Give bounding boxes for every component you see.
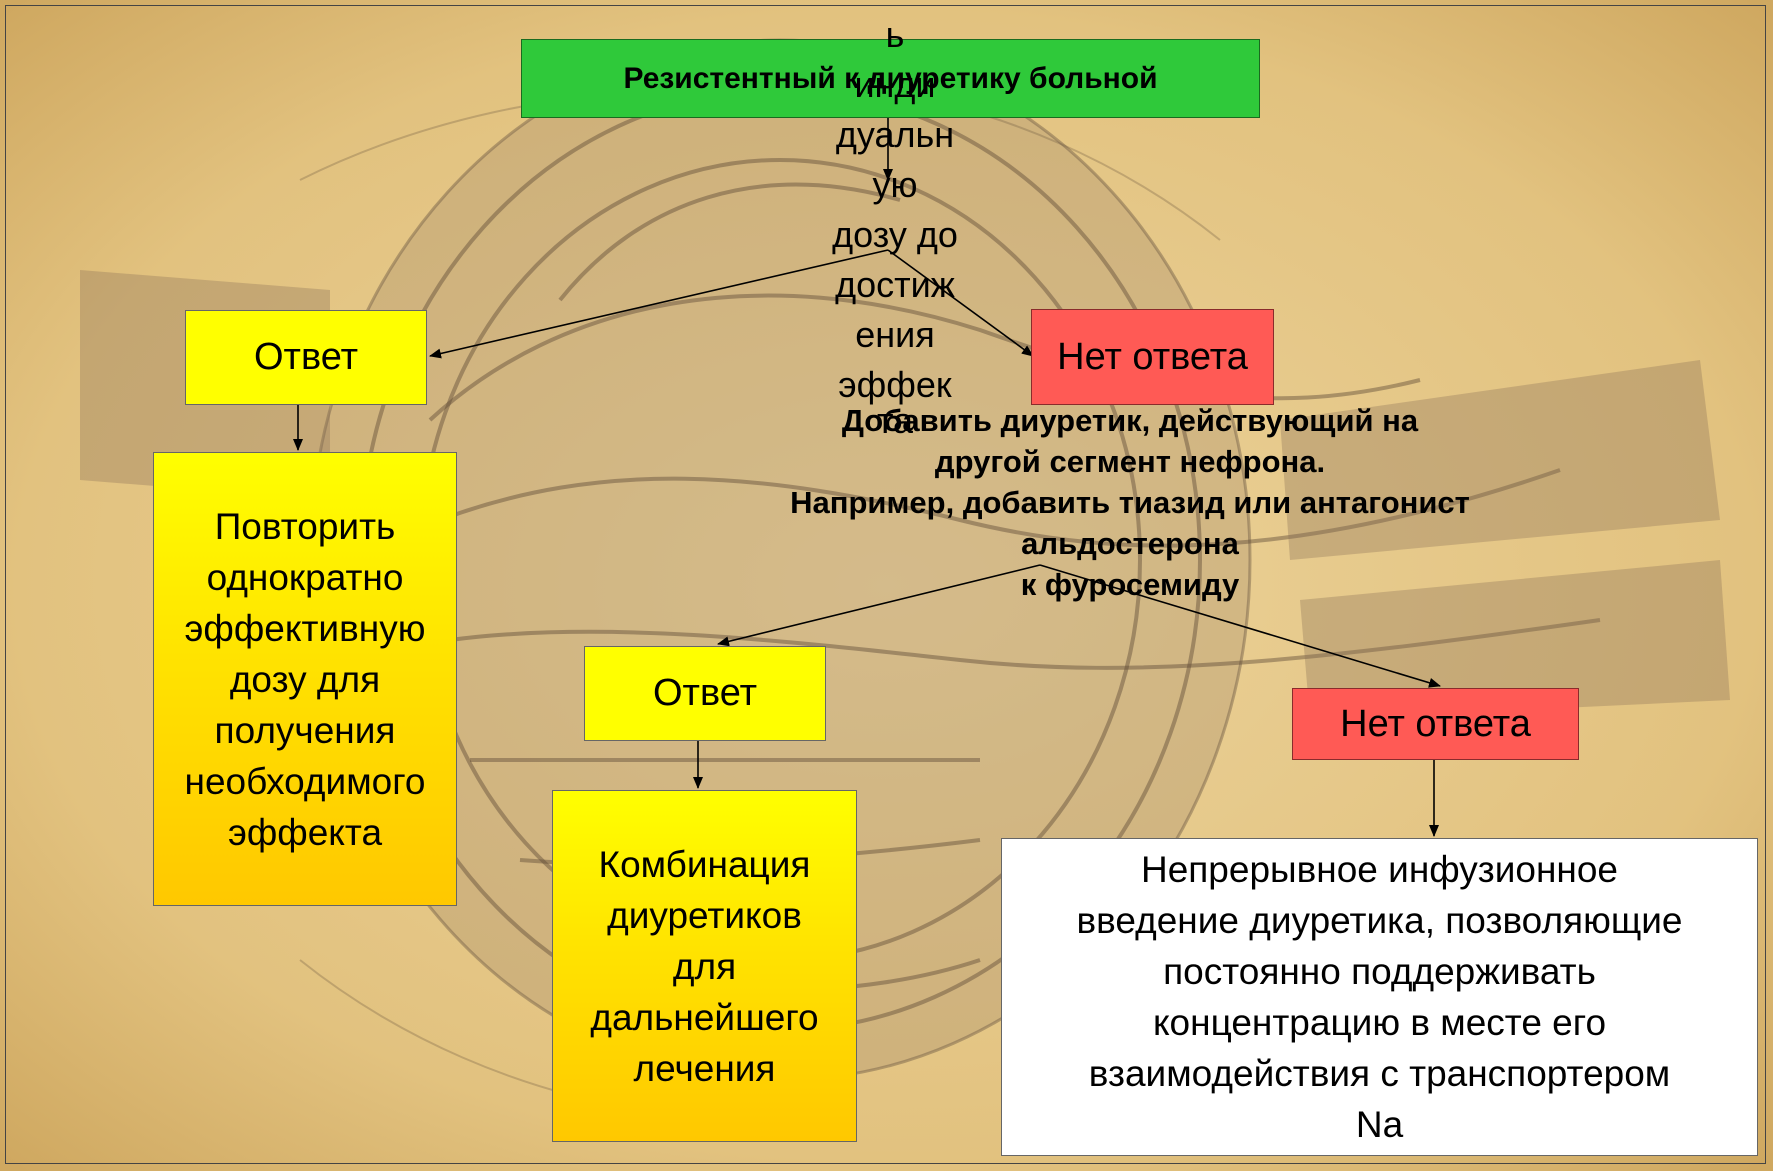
overlay-line: инди bbox=[795, 60, 995, 110]
middle-result-line: для bbox=[673, 941, 736, 992]
far-right-result-line: концентрацию в месте его bbox=[1153, 997, 1606, 1048]
overlay-wrapped-text: ь инди дуальн ую дозу до достиж ения эфф… bbox=[795, 10, 995, 446]
overlay-line: достиж bbox=[795, 260, 995, 310]
middle-result-line: дальнейшего bbox=[590, 992, 818, 1043]
instruction-line: к фуросемиду bbox=[640, 564, 1620, 605]
left-result-line: получения bbox=[215, 705, 396, 756]
instruction-line: другой сегмент нефрона. bbox=[640, 441, 1620, 482]
left-result-line: эффективную bbox=[185, 603, 426, 654]
far-right-no-answer-box: Нет ответа bbox=[1292, 688, 1579, 760]
far-right-result-line: постоянно поддерживать bbox=[1163, 946, 1596, 997]
middle-answer-label: Ответ bbox=[653, 672, 757, 715]
overlay-line: ую bbox=[795, 160, 995, 210]
instruction-text: Добавить диуретик, действующий на другой… bbox=[760, 400, 1620, 605]
middle-answer-box: Ответ bbox=[584, 646, 826, 741]
far-right-result-line: введение диуретика, позволяющие bbox=[1076, 895, 1682, 946]
middle-result-line: лечения bbox=[634, 1043, 776, 1094]
left-result-line: эффекта bbox=[228, 807, 382, 858]
overlay-line: дозу до bbox=[795, 210, 995, 260]
far-right-result-line: Непрерывное инфузионное bbox=[1141, 844, 1618, 895]
middle-result-line: Комбинация bbox=[599, 839, 811, 890]
overlay-line: ения bbox=[795, 310, 995, 360]
far-right-no-answer-label: Нет ответа bbox=[1340, 703, 1531, 746]
left-answer-box: Ответ bbox=[185, 310, 427, 405]
right-no-answer-box: Нет ответа bbox=[1031, 309, 1274, 405]
middle-result-line: диуретиков bbox=[607, 890, 802, 941]
instruction-line: Например, добавить тиазид или антагонист bbox=[640, 482, 1620, 523]
instruction-line: Добавить диуретик, действующий на bbox=[640, 400, 1620, 441]
left-result-line: Повторить bbox=[215, 501, 396, 552]
overlay-line: дуальн bbox=[795, 110, 995, 160]
far-right-result-line: Na bbox=[1356, 1099, 1403, 1150]
overlay-line: ь bbox=[795, 10, 995, 60]
far-right-result-line: взаимодействия с транспортером bbox=[1089, 1048, 1670, 1099]
middle-result-box: Комбинация диуретиков для дальнейшего ле… bbox=[552, 790, 857, 1142]
left-result-line: дозу для bbox=[230, 654, 380, 705]
far-right-result-box: Непрерывное инфузионное введение диурети… bbox=[1001, 838, 1758, 1156]
instruction-line: альдостерона bbox=[640, 523, 1620, 564]
left-result-box: Повторить однократно эффективную дозу дл… bbox=[153, 452, 457, 906]
right-no-answer-label: Нет ответа bbox=[1057, 336, 1248, 379]
left-result-line: однократно bbox=[207, 552, 404, 603]
left-answer-label: Ответ bbox=[254, 336, 358, 379]
left-result-line: необходимого bbox=[185, 756, 426, 807]
